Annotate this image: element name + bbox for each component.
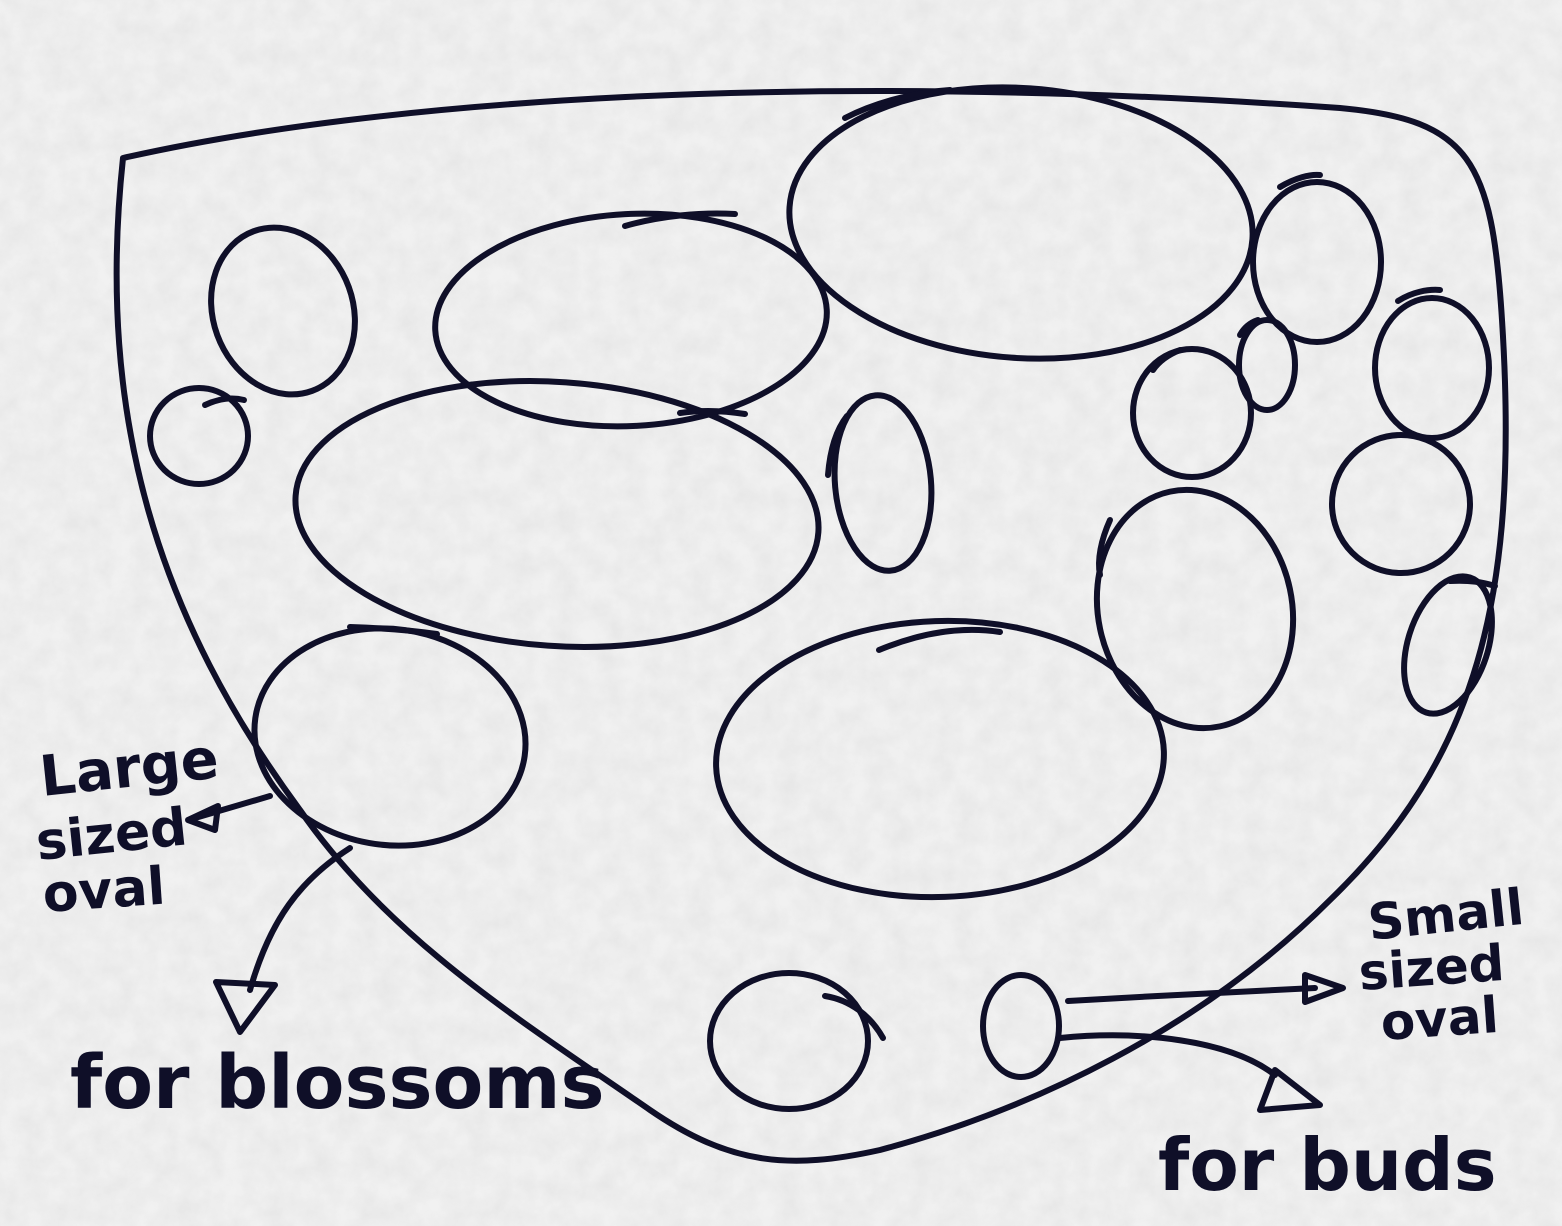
small-oval bbox=[1130, 346, 1254, 480]
small-oval bbox=[147, 385, 251, 487]
pen-overstrokes bbox=[202, 87, 1498, 1041]
label-small-sized: sized bbox=[1357, 934, 1506, 1002]
small-oval bbox=[1250, 179, 1384, 345]
blossoms-arrow bbox=[213, 845, 353, 1035]
label-small-oval: oval bbox=[1379, 986, 1501, 1052]
small-oval bbox=[1372, 295, 1492, 441]
small-oval bbox=[980, 972, 1062, 1080]
label-for-blossoms: for blossoms bbox=[70, 1040, 605, 1126]
large-oval bbox=[713, 617, 1167, 901]
large-oval bbox=[292, 378, 822, 650]
label-large-oval: oval bbox=[41, 857, 167, 925]
small-oval bbox=[1236, 317, 1298, 413]
large-oval bbox=[432, 210, 830, 430]
small-oval-group bbox=[147, 179, 1495, 1112]
small-oval bbox=[831, 392, 935, 574]
large-oval-pointer-arrow bbox=[185, 793, 273, 833]
small-oval bbox=[208, 224, 358, 398]
small-oval-pointer-arrow bbox=[1065, 972, 1346, 1005]
label-for-buds: for buds bbox=[1158, 1123, 1497, 1207]
buds-arrow bbox=[1057, 1032, 1323, 1113]
small-oval bbox=[1401, 573, 1495, 717]
small-oval bbox=[1329, 432, 1473, 576]
small-oval bbox=[707, 970, 871, 1112]
large-oval bbox=[1093, 486, 1297, 732]
